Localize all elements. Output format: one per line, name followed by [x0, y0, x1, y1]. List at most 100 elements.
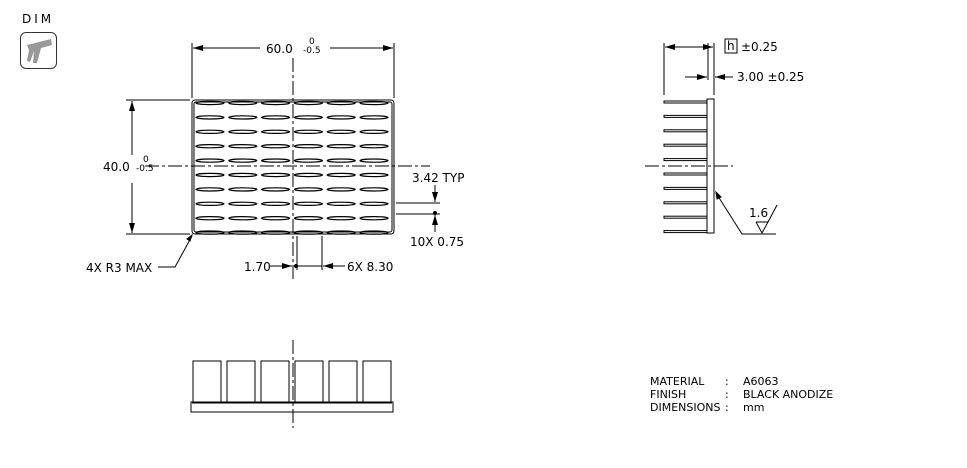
fin-slot — [359, 143, 389, 149]
fin-slot — [228, 143, 258, 149]
spec-row-material: MATERIAL:A6063 — [650, 375, 779, 388]
fin-pillar — [328, 360, 358, 403]
fin-slot — [195, 230, 225, 235]
fin-slot — [195, 201, 225, 206]
side-fin — [663, 158, 708, 162]
caliper-icon — [27, 39, 52, 63]
fin-slot — [359, 172, 389, 178]
fin-slot — [359, 230, 389, 235]
slot-pitch-label: 6X 8.30 — [347, 260, 393, 274]
fin-slot — [326, 215, 356, 221]
fin-slot — [228, 100, 258, 106]
fin-slot — [261, 172, 291, 178]
fin-slot — [261, 158, 291, 163]
fin-slot — [195, 100, 225, 106]
fin-slot — [228, 129, 258, 134]
surface-finish-label: 1.6 — [749, 206, 768, 220]
spec-row-finish: FINISH:BLACK ANODIZE — [650, 388, 834, 401]
fin-slot — [195, 187, 225, 192]
front-view — [190, 340, 394, 428]
fin-slot — [228, 172, 258, 178]
fin-pillar — [260, 360, 290, 403]
fin-pillar — [362, 360, 392, 403]
fin-slot — [293, 230, 323, 235]
fin-slot — [326, 115, 356, 120]
fin-pitch-label: 3.42 TYP — [412, 171, 464, 185]
fin-thickness-label: 10X 0.75 — [410, 235, 464, 249]
offset-label: 1.70 — [244, 260, 271, 274]
fin-slot — [228, 215, 258, 221]
fin-slot — [359, 215, 389, 221]
svg-text:0: 0 — [143, 155, 149, 165]
fin-slot — [359, 129, 389, 134]
svg-text:-0.5: -0.5 — [303, 46, 321, 56]
fin-slot — [293, 143, 323, 149]
dim-tool-button[interactable] — [20, 32, 57, 69]
svg-text:h: h — [727, 39, 735, 53]
fin-slot — [359, 115, 389, 120]
width-dim-label: 60.0 — [266, 42, 293, 56]
fin-slot — [326, 129, 356, 134]
height-symbol-box — [724, 38, 738, 54]
fin-slot — [261, 230, 291, 235]
side-view — [645, 43, 778, 235]
fin-slot — [293, 129, 323, 134]
fin-slot — [261, 100, 291, 106]
fin-slot — [195, 143, 225, 149]
top-view-labels: 60.0 0 -0.5 40.0 0 -0.5 3.42 TYP 10X 0.7… — [86, 37, 464, 275]
spec-row-dimensions: DIMENSIONS:mm — [650, 401, 765, 414]
height-tol-label: ±0.25 — [741, 40, 778, 54]
fin-slot — [261, 129, 291, 134]
fin-slot — [228, 115, 258, 120]
fin-slot — [261, 187, 291, 192]
side-fin — [663, 172, 708, 176]
fin-slot — [326, 143, 356, 149]
top-view — [126, 43, 440, 280]
fin-pillar — [226, 360, 256, 403]
fin-slot — [326, 230, 356, 235]
fin-slot — [195, 129, 225, 134]
fin-slot — [293, 172, 323, 178]
side-fin — [663, 143, 708, 147]
fin-slot — [261, 143, 291, 149]
fin-slot — [326, 172, 356, 178]
fin-slot — [195, 172, 225, 178]
side-fin — [663, 201, 708, 205]
side-view-labels: h ±0.25 3.00 ±0.25 1.6 — [724, 38, 804, 220]
side-fin — [663, 114, 708, 118]
fin-slot — [293, 115, 323, 120]
side-fin — [663, 215, 708, 219]
fin-slot — [195, 115, 225, 120]
fin-slot — [359, 201, 389, 206]
fin-slot — [228, 158, 258, 163]
fin-slot — [195, 215, 225, 221]
fin-slot — [228, 201, 258, 206]
side-fin — [663, 186, 708, 190]
fin-pillar — [192, 360, 222, 403]
fin-slot — [228, 187, 258, 192]
fin-slot — [261, 215, 291, 221]
svg-text:0: 0 — [309, 37, 315, 47]
fin-slot — [228, 230, 258, 235]
fin-slot — [359, 158, 389, 163]
corner-radius-label: 4X R3 MAX — [86, 261, 152, 275]
fin-slot — [326, 201, 356, 206]
svg-text:-0.5: -0.5 — [136, 164, 154, 174]
fin-slot — [359, 187, 389, 192]
fin-slot — [293, 215, 323, 221]
fin-slot — [261, 201, 291, 206]
fin-slot — [261, 115, 291, 120]
fin-slot — [293, 201, 323, 206]
fin-slot — [293, 158, 323, 163]
fin-slot — [195, 158, 225, 163]
height-dim-label: 40.0 — [103, 160, 130, 174]
side-fin — [663, 100, 708, 104]
dim-label: DIM — [22, 12, 55, 26]
fin-slot — [326, 100, 356, 106]
base-thickness-label: 3.00 ±0.25 — [737, 70, 804, 84]
side-fin — [663, 230, 708, 234]
fin-pillar — [294, 360, 324, 403]
side-fin — [663, 129, 708, 133]
fin-slot — [326, 158, 356, 163]
